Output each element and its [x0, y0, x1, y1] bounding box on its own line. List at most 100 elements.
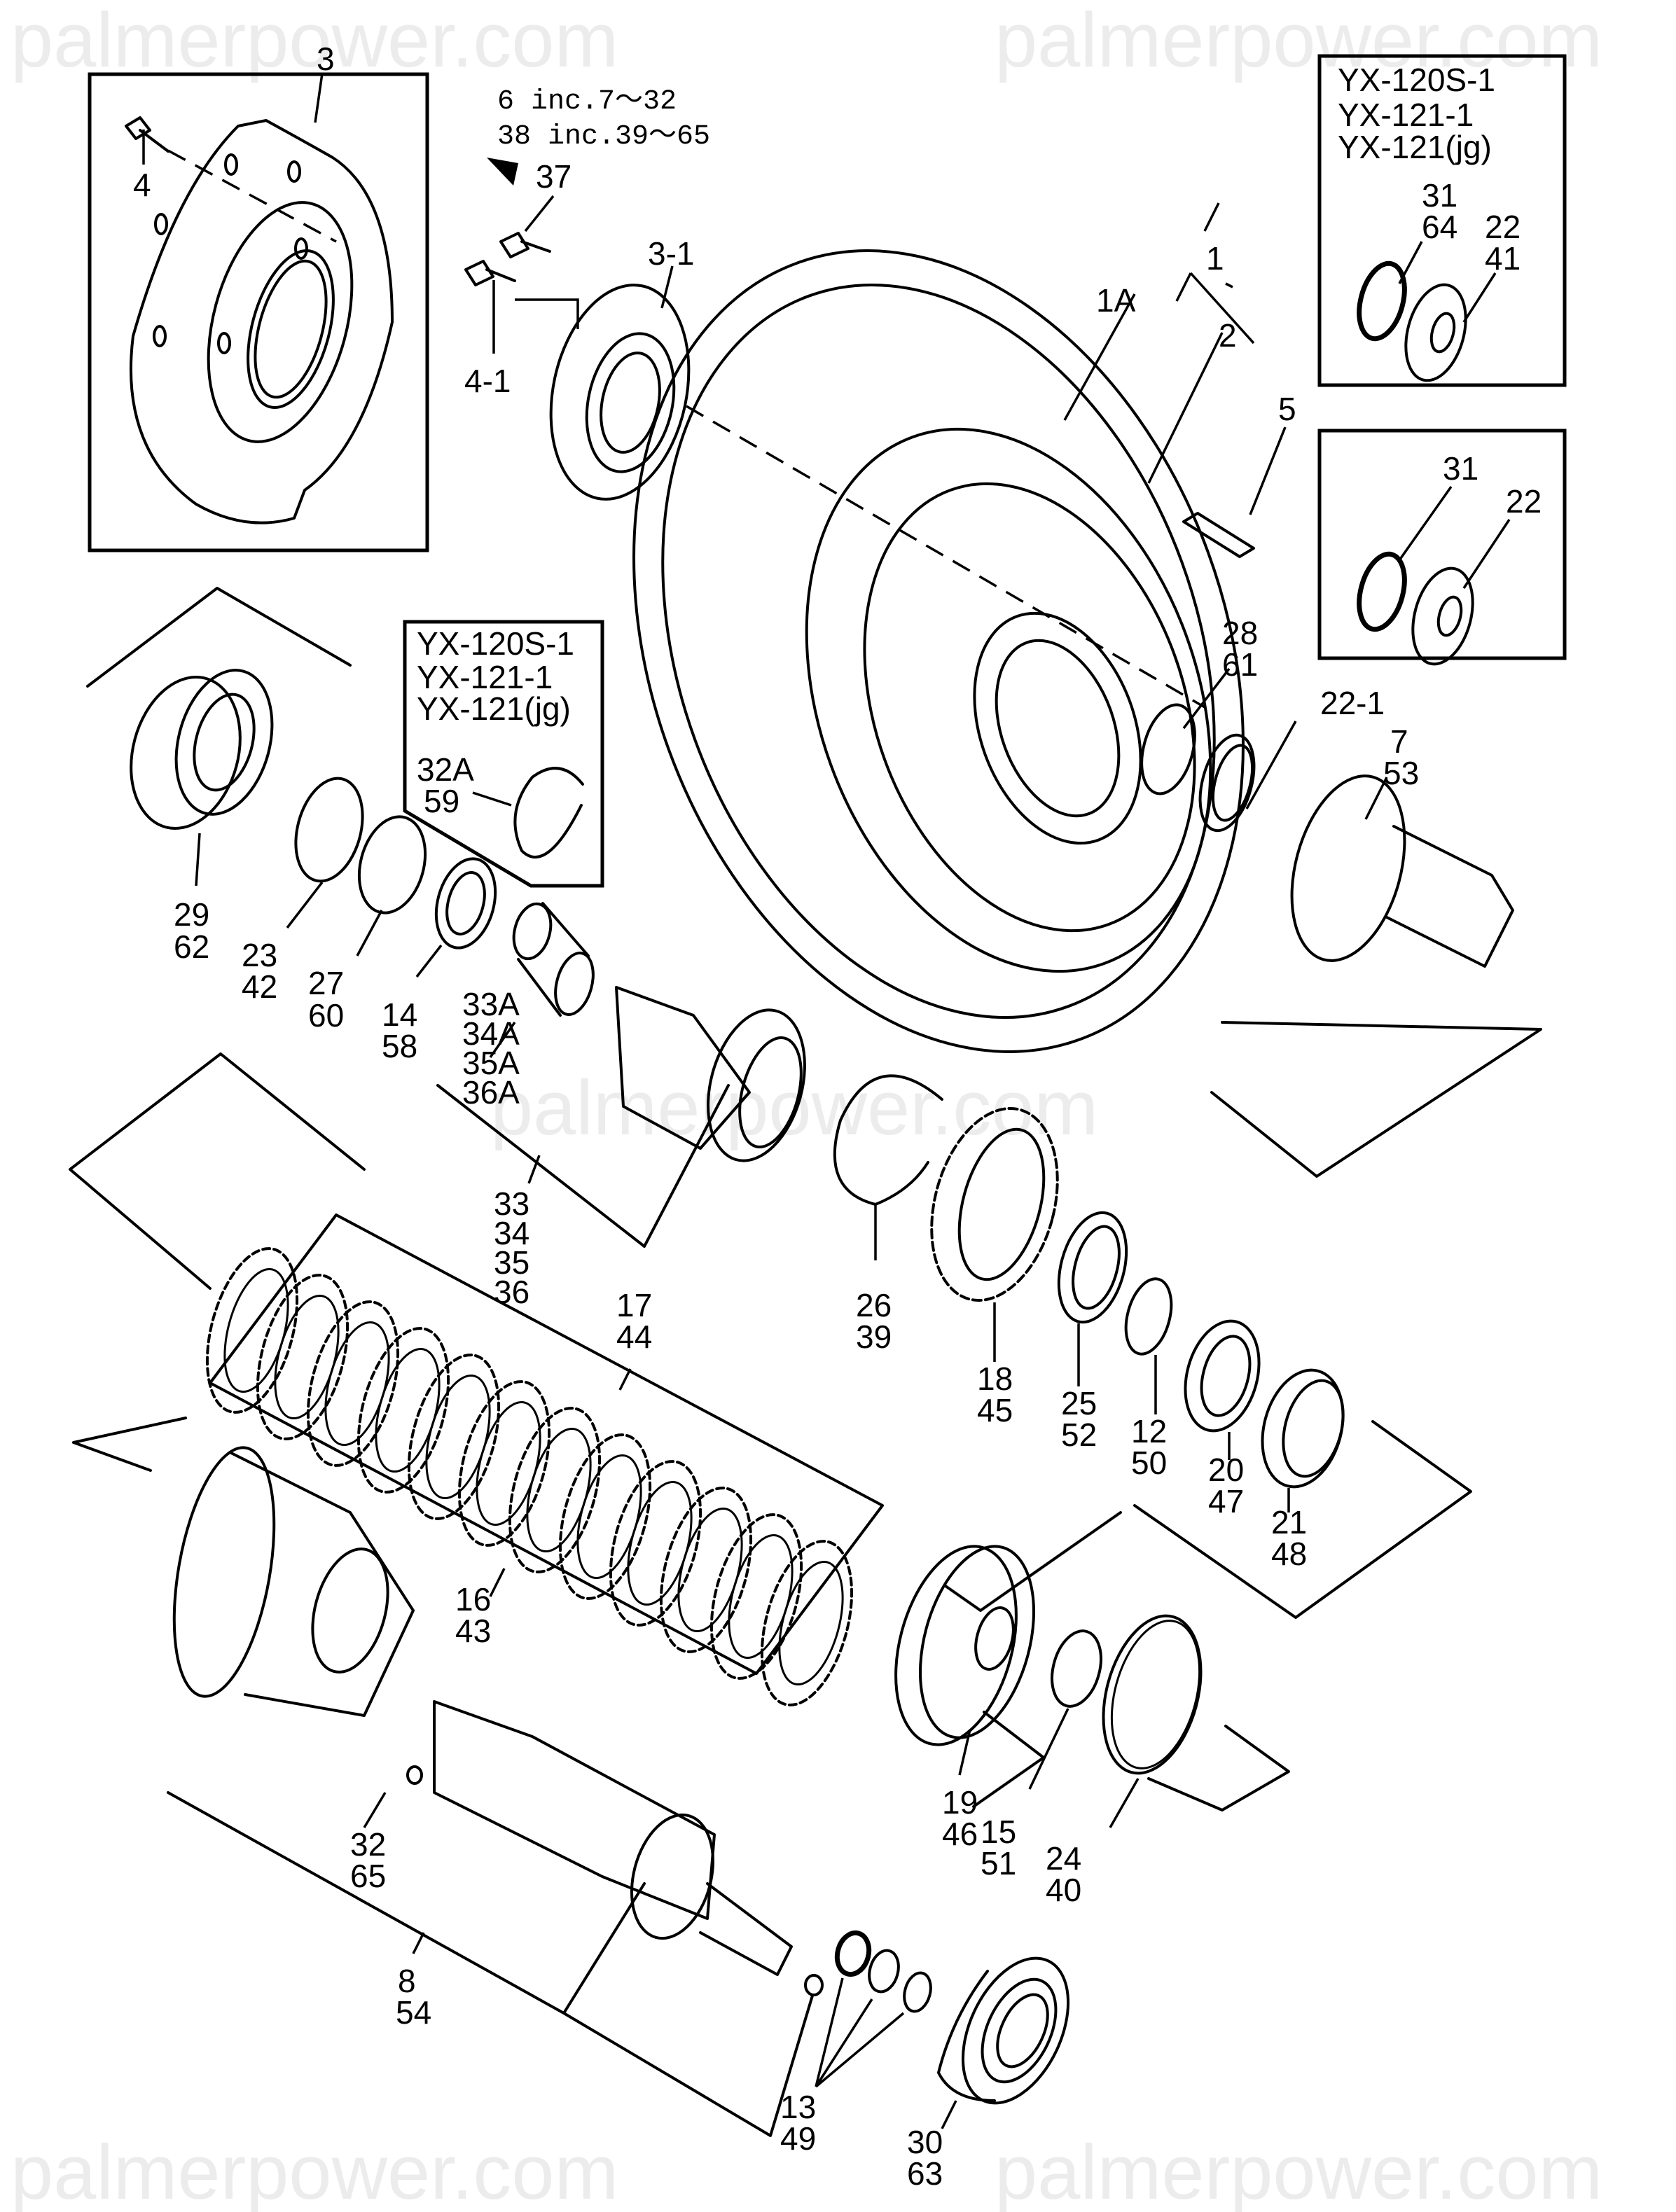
label-22-1: 22-1 [1320, 685, 1385, 721]
inset1-label-22: 22 [1485, 209, 1521, 245]
inset1-label-41: 41 [1485, 240, 1521, 277]
label-47: 47 [1208, 1483, 1244, 1519]
clutch-plate [457, 1380, 551, 1547]
inset3-model-2: YX-121-1 [417, 659, 553, 695]
label-58: 58 [382, 1028, 417, 1064]
inset3-model-1: YX-120S-1 [417, 625, 574, 662]
inset1-label-31: 31 [1422, 177, 1457, 214]
label-17: 17 [616, 1287, 652, 1323]
label-32: 32 [350, 1826, 386, 1863]
watermark-top-right: palmerpower.com [995, 0, 1602, 83]
watermark-bottom-left: palmerpower.com [11, 2129, 618, 2212]
label-36A: 36A [462, 1074, 520, 1111]
inset-box-seal-variant-2: 31 22 [1317, 429, 1567, 666]
label-1A: 1A [1096, 282, 1136, 319]
label-63: 63 [907, 2155, 943, 2192]
watermark-top-left: palmerpower.com [11, 0, 618, 83]
label-2: 2 [1219, 317, 1237, 354]
part-bearing-30: 13 49 30 63 [780, 1930, 1070, 2192]
part-bearing-stack-left: 29 62 23 42 27 60 14 58 [86, 587, 497, 1064]
assembly-note-line1: 6 inc.7～32 [497, 86, 677, 118]
clutch-plate [659, 1487, 753, 1653]
clutch-plate [407, 1354, 501, 1520]
label-14: 14 [382, 996, 417, 1033]
label-35: 35 [494, 1244, 529, 1281]
watermark-bottom-right: palmerpower.com [995, 2129, 1602, 2212]
inset3-label-32A: 32A [417, 751, 474, 788]
label-54: 54 [396, 1994, 431, 2031]
label-25: 25 [1061, 1385, 1097, 1421]
label-4-1: 4-1 [464, 363, 511, 399]
label-61: 61 [1222, 646, 1258, 683]
inset1-model-2: YX-121-1 [1338, 97, 1474, 133]
label-53: 53 [1383, 755, 1419, 791]
label-28: 28 [1222, 615, 1258, 651]
label-49: 49 [780, 2120, 816, 2157]
clutch-plate [760, 1540, 854, 1706]
part-gear-hub-33: 33A 34A 35A 36A 33 34 35 36 [436, 902, 806, 1310]
assembly-note: 6 inc.7～32 38 inc.39～65 [487, 86, 710, 186]
clutch-plate [609, 1460, 702, 1627]
label-39: 39 [856, 1319, 892, 1355]
label-62: 62 [174, 928, 209, 965]
label-7: 7 [1390, 723, 1408, 760]
inset3-label-59: 59 [424, 783, 459, 819]
clutch-plate [356, 1327, 450, 1494]
direction-arrow-icon [487, 158, 518, 186]
label-48: 48 [1271, 1536, 1307, 1572]
label-21: 21 [1271, 1504, 1307, 1540]
label-19: 19 [942, 1784, 978, 1821]
part-drum-housing: 1 1A 2 5 [632, 202, 1296, 1053]
label-37: 37 [536, 158, 572, 195]
clutch-plate [508, 1407, 602, 1573]
inset1-model-1: YX-120S-1 [1338, 62, 1495, 98]
inset2-label-31: 31 [1443, 450, 1478, 487]
watermarks: palmerpower.com palmerpower.com palmerpo… [11, 0, 1602, 2212]
part-hub-7: 28 61 22-1 7 53 [1140, 615, 1542, 1178]
clutch-plate [558, 1433, 652, 1600]
inset3-model-3: YX-121(jg) [417, 690, 571, 727]
clutch-plate [709, 1513, 803, 1680]
label-1: 1 [1206, 240, 1224, 277]
inset-box-seal-variant-1: YX-120S-1 YX-121-1 YX-121(jg) 31 64 22 4… [1317, 54, 1567, 387]
inset-box-snap-ring: YX-120S-1 YX-121-1 YX-121(jg) 32A 59 [403, 620, 604, 888]
label-52: 52 [1061, 1417, 1097, 1453]
label-60: 60 [308, 997, 344, 1034]
inset2-label-22: 22 [1506, 483, 1542, 520]
label-8: 8 [398, 1963, 416, 1999]
label-4: 4 [133, 167, 151, 203]
label-23: 23 [242, 937, 277, 973]
inset1-model-3: YX-121(jg) [1338, 129, 1492, 165]
label-36: 36 [494, 1274, 529, 1310]
label-12: 12 [1131, 1413, 1167, 1449]
part-ring-gear-stack: 26 39 18 45 25 52 12 50 20 47 21 48 [833, 1074, 1472, 1619]
label-65: 65 [350, 1858, 386, 1894]
label-40: 40 [1046, 1872, 1081, 1908]
label-18: 18 [977, 1361, 1013, 1397]
label-24: 24 [1046, 1840, 1081, 1877]
label-29: 29 [174, 896, 209, 933]
label-5: 5 [1278, 391, 1296, 427]
clutch-plate-inner [778, 1560, 844, 1686]
inset1-label-64: 64 [1422, 209, 1457, 245]
label-46: 46 [942, 1816, 978, 1852]
label-33A: 33A [462, 986, 520, 1022]
label-44: 44 [616, 1319, 652, 1355]
label-42: 42 [242, 968, 277, 1005]
label-26: 26 [856, 1287, 892, 1323]
label-15: 15 [981, 1814, 1016, 1850]
label-51: 51 [981, 1845, 1016, 1881]
part-cover-3-1: 37 3-1 4-1 [464, 158, 694, 501]
label-34A: 34A [462, 1015, 520, 1052]
label-16: 16 [455, 1581, 491, 1618]
clutch-plate [306, 1300, 400, 1467]
clutch-plate [205, 1247, 299, 1414]
clutch-plate [256, 1274, 349, 1440]
label-50: 50 [1131, 1445, 1167, 1481]
label-3-1: 3-1 [648, 235, 694, 272]
label-30: 30 [907, 2124, 943, 2160]
label-20: 20 [1208, 1452, 1244, 1488]
label-13: 13 [780, 2089, 816, 2125]
label-45: 45 [977, 1392, 1013, 1428]
